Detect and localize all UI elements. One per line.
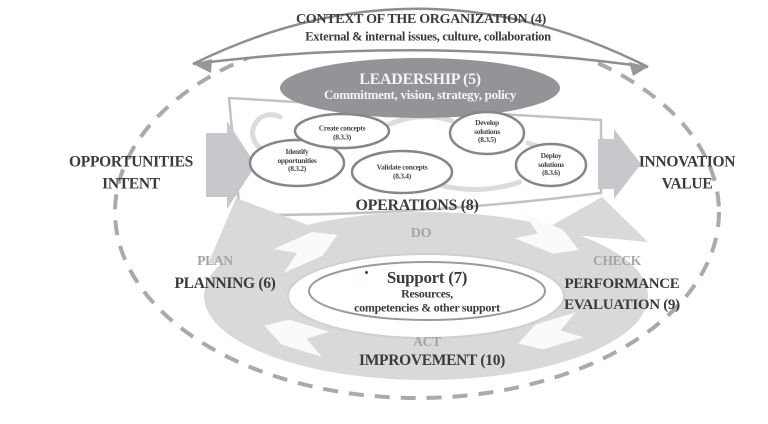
process-line: Deploy — [540, 151, 562, 161]
process-line: solutions — [474, 126, 500, 136]
outer-dashed-boundary — [113, 24, 721, 400]
support-title: Support (7) — [386, 268, 468, 287]
blue-speck — [365, 271, 368, 274]
intent-line: INTENT — [102, 175, 160, 192]
context-title: CONTEXT OF THE ORGANIZATION (4) — [296, 12, 546, 27]
flow-wedge-right — [540, 197, 648, 242]
process-line: Validate concepts — [376, 162, 428, 172]
pdca-do-label: DO — [410, 226, 432, 241]
opportunities-input-arrow — [206, 121, 256, 209]
leadership-ellipse — [280, 58, 560, 118]
process-create-concepts: Create concepts (8.3.3) — [318, 123, 366, 141]
process-identify-opportunities: Identify opportunities (8.3.2) — [277, 148, 316, 174]
value-line: VALUE — [661, 175, 713, 192]
process-develop-solutions: Develop solutions (8.3.5) — [474, 119, 500, 145]
process-ellipses — [248, 110, 588, 195]
innovation-value-label: INNOVATION VALUE — [638, 152, 736, 195]
improvement-title: IMPROVEMENT (10) — [358, 352, 506, 369]
evaluation-line: EVALUATION (9) — [564, 297, 680, 313]
support-ellipse — [308, 261, 546, 321]
performance-evaluation-title: PERFORMANCE EVALUATION (9) — [564, 274, 680, 316]
opportunities-intent-label: OPPORTUNITIES INTENT — [69, 152, 193, 195]
leadership-subtitle: Commitment, vision, strategy, policy — [323, 87, 517, 102]
process-line: (8.3.2) — [288, 164, 306, 174]
identify-opportunities-ellipse — [248, 138, 346, 188]
operations-title: OPERATIONS (8) — [355, 197, 479, 214]
chevron-act-icon — [264, 319, 330, 357]
process-line: (8.3.3) — [333, 132, 351, 141]
performance-line: PERFORMANCE — [564, 276, 680, 292]
context-subtitle: External & internal issues, culture, col… — [305, 29, 551, 44]
banner-fold-right — [629, 62, 648, 76]
opportunities-line: OPPORTUNITIES — [69, 153, 193, 171]
process-validate-concepts: Validate concepts (8.3.4) — [377, 163, 428, 180]
leadership-title: LEADERSHIP (5) — [359, 71, 481, 88]
chevron-check-icon — [518, 312, 584, 350]
pdca-act-label: ACT — [413, 334, 441, 349]
flow-wedge-left — [208, 198, 348, 264]
process-line: (8.3.6) — [542, 168, 560, 178]
create-concepts-ellipse — [293, 112, 391, 150]
support-line2: competencies & other support — [354, 300, 500, 315]
develop-solutions-ellipse — [448, 110, 526, 156]
process-deploy-solutions: Deploy solutions (8.3.6) — [538, 152, 564, 178]
process-line: (8.3.5) — [478, 135, 496, 145]
pdca-plan-label: PLAN — [197, 253, 233, 268]
support-line1: Resources, — [401, 286, 453, 301]
deploy-solutions-ellipse — [514, 142, 588, 188]
process-line: Develop — [475, 118, 499, 128]
validate-concepts-ellipse — [350, 149, 454, 195]
pdca-check-label: CHECK — [592, 253, 642, 268]
chevron-plan-icon — [273, 232, 338, 273]
planning-title: PLANNING (6) — [174, 275, 276, 292]
process-line: (8.3.4) — [393, 171, 411, 180]
process-line: Create concepts — [318, 123, 366, 133]
chevron-do-icon — [514, 213, 579, 254]
banner-fold-left — [193, 59, 212, 73]
process-line: solutions — [538, 159, 564, 169]
pdca-chevrons — [264, 213, 584, 357]
context-banner — [192, 7, 649, 69]
process-line: Identify — [285, 147, 309, 157]
innovation-output-arrow — [598, 129, 641, 199]
process-line: opportunities — [277, 155, 317, 165]
innovation-line: INNOVATION — [638, 153, 736, 171]
